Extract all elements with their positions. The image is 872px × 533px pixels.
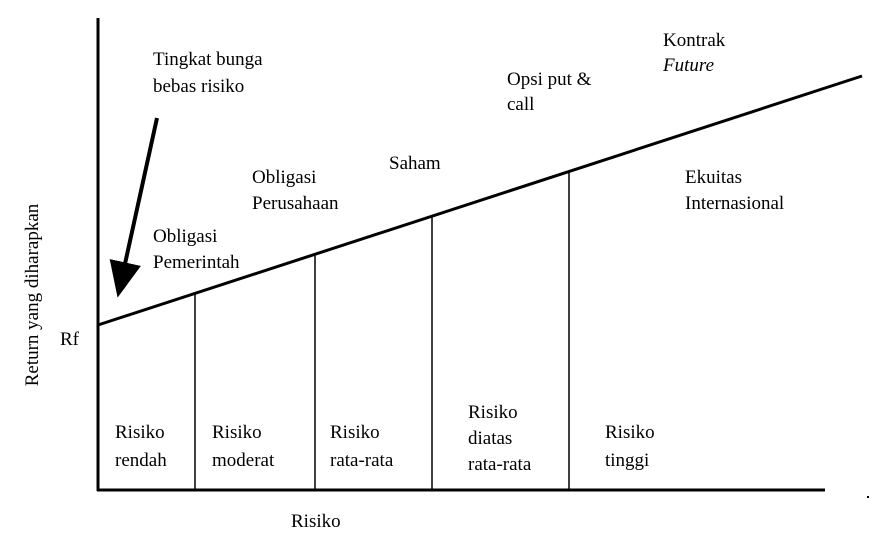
label-obligasi-pemerintah: Pemerintah [153,252,240,273]
risk-rata-rata: rata-rata [330,450,394,471]
risk-moderat: Risiko [212,422,262,443]
risk-rendah: Risiko [115,422,165,443]
rf-label: Rf [60,329,80,350]
risk-moderat: moderat [212,450,275,471]
label-obligasi-perusahaan: Obligasi [252,167,316,188]
risk-rata-rata: Risiko [330,422,380,443]
label-kontrak: Future [662,55,714,76]
label-obligasi-perusahaan: Perusahaan [252,193,339,214]
y-axis-label: Return yang diharapkan [22,203,43,386]
label-ekuitas: Ekuitas [685,167,742,188]
label-kontrak: Kontrak [663,30,726,51]
risk-rendah: rendah [115,450,167,471]
dot-mark [867,496,869,498]
label-opsi: Opsi put & [507,69,592,90]
label-saham: Saham [389,153,441,174]
x-axis-label: Risiko [291,511,341,532]
risk-tinggi: Risiko [605,422,655,443]
label-obligasi-pemerintah: Obligasi [153,226,217,247]
arrow-icon [109,117,159,298]
risk-diatas: Risiko [468,402,518,423]
risk-diatas: diatas [468,428,512,449]
arrow-label: bebas risiko [153,76,244,97]
risk-tinggi: tinggi [605,450,649,471]
label-ekuitas: Internasional [685,193,784,214]
security-market-line [97,74,863,327]
risk-diatas: rata-rata [468,454,532,475]
arrow-label: Tingkat bunga [153,49,263,70]
label-opsi: call [507,94,534,115]
